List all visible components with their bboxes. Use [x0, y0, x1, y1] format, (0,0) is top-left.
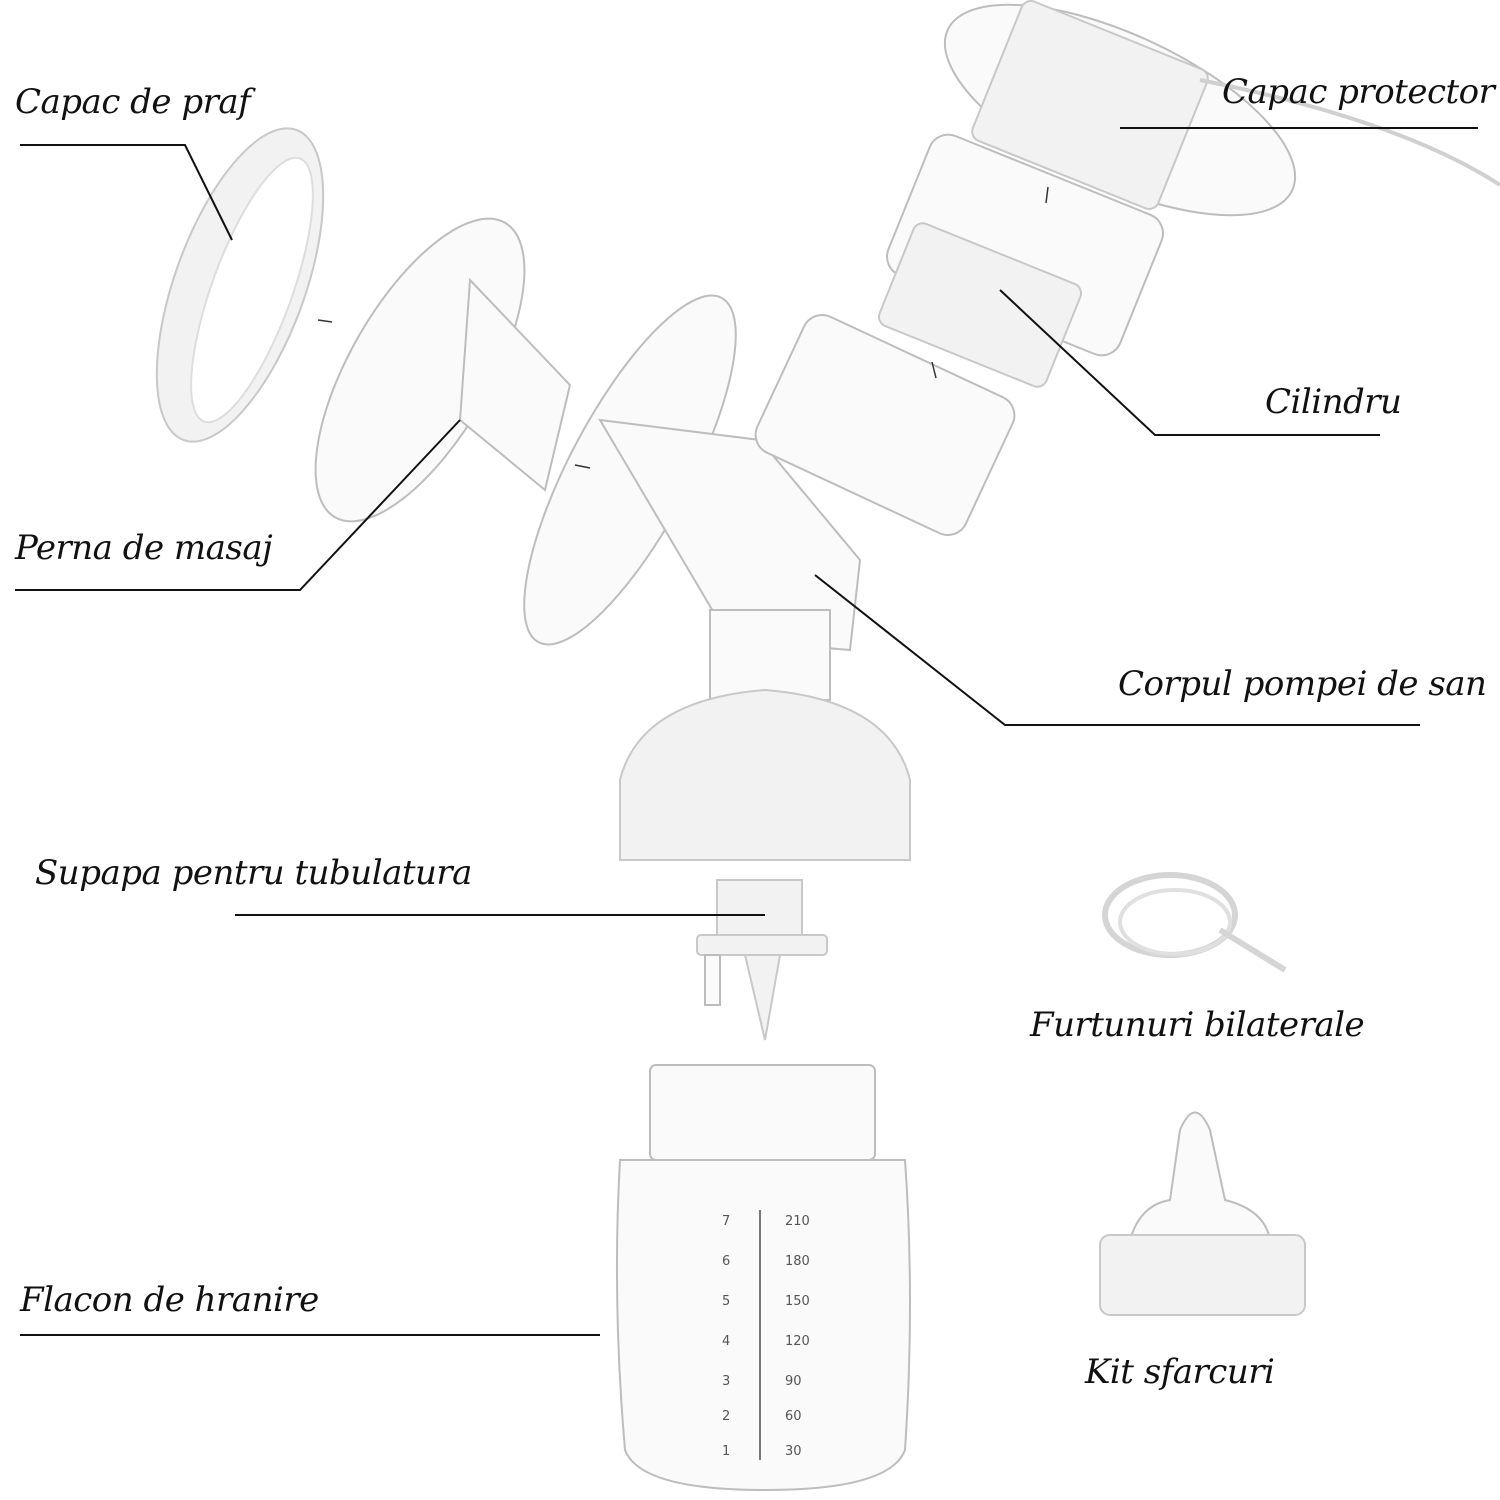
oz-mark: 2: [722, 1409, 730, 1424]
label-feeding-bottle: Flacon de hranire: [20, 1280, 319, 1320]
leader-line-dust-cap: [20, 144, 233, 241]
oz-mark: 4: [722, 1334, 730, 1349]
hoses-part: [1102, 872, 1287, 973]
feeding-bottle-part: [615, 1064, 911, 1492]
massage-cushion-part: [314, 217, 572, 523]
label-cylinder: Cilindru: [1265, 382, 1402, 422]
pump-body-part: [523, 294, 1016, 861]
oz-mark: 5: [722, 1294, 730, 1309]
label-bilateral-hoses: Furtunuri bilaterale: [1030, 1005, 1365, 1045]
label-pump-body: Corpul pompei de san: [1118, 664, 1487, 704]
label-massage-cushion: Perna de masaj: [15, 528, 273, 568]
leader-line-cylinder: [999, 289, 1380, 436]
ml-mark: 150: [785, 1294, 810, 1309]
nipple-kit-part: [1099, 1111, 1306, 1316]
protective-cap-part: [943, 0, 1500, 217]
ml-mark: 210: [785, 1214, 810, 1229]
assembly-arrows: [317, 186, 1049, 469]
label-protective-cap: Capac protector: [1222, 72, 1495, 112]
oz-mark: 7: [722, 1214, 730, 1229]
label-nipple-kit: Kit sfarcuri: [1085, 1352, 1275, 1392]
cylinder-part: [877, 133, 1164, 388]
oz-mark: 6: [722, 1254, 730, 1269]
oz-mark: 3: [722, 1374, 730, 1389]
ml-mark: 90: [785, 1374, 802, 1389]
dust-cap-part: [155, 127, 325, 443]
ml-mark: 180: [785, 1254, 810, 1269]
label-tubing-valve: Supapa pentru tubulatura: [35, 853, 472, 893]
tubing-valve-part: [696, 879, 828, 1041]
leader-line-massage-cushion: [15, 419, 461, 591]
leader-line-pump-body: [814, 574, 1420, 726]
oz-mark: 1: [722, 1444, 730, 1459]
ml-mark: 120: [785, 1334, 810, 1349]
ml-mark: 60: [785, 1409, 802, 1424]
ml-mark: 30: [785, 1444, 802, 1459]
bottle-scale: 210 180 150 120 90 60 30 7 6 5 4 3 2 1: [722, 1214, 810, 1459]
label-dust-cap: Capac de praf: [15, 82, 251, 122]
